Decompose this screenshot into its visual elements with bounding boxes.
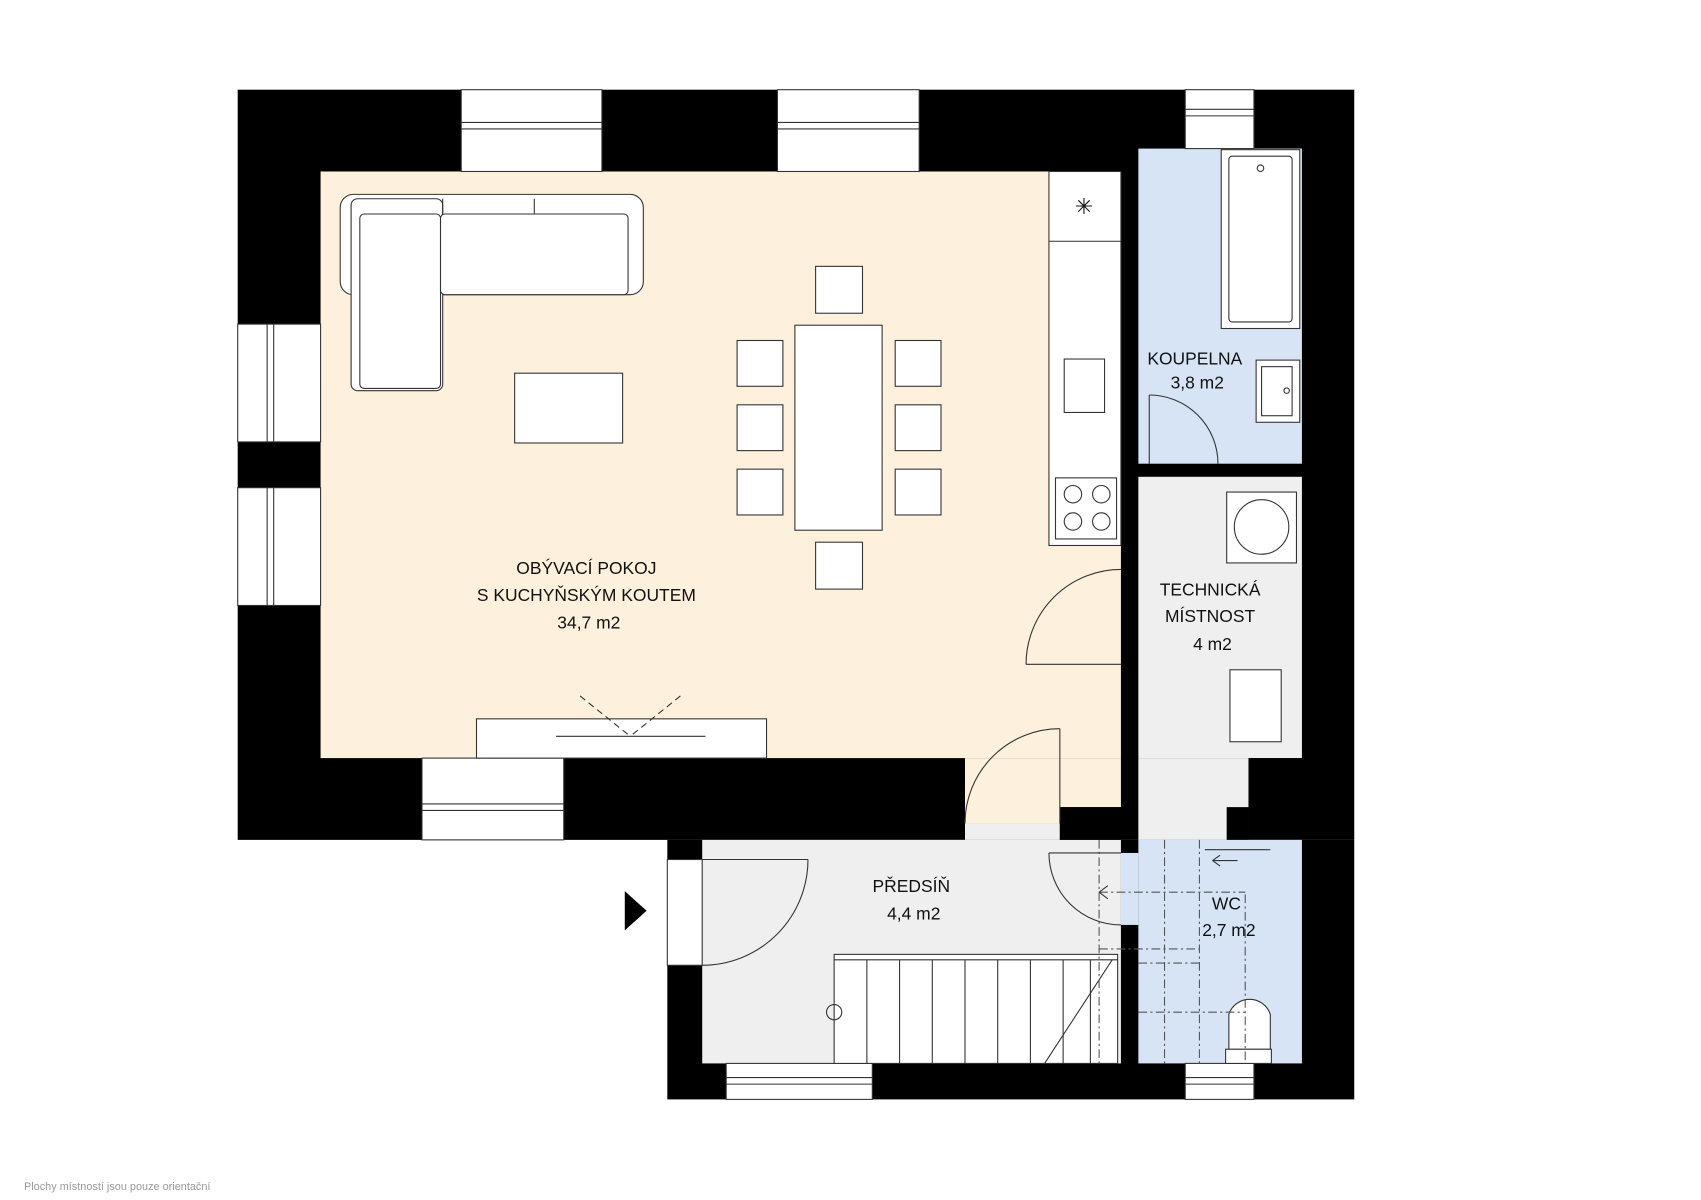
kitchen-counter: ✳ (1048, 170, 1122, 547)
room-label-bathroom: KOUPELNA 3,8 m2 (1147, 348, 1247, 392)
windows (237, 89, 1255, 1100)
boiler (1229, 669, 1282, 743)
bathtub (1220, 149, 1301, 330)
coffee-table (514, 372, 624, 444)
room-label-hall: PŘEDSÍŇ 4,4 m2 (873, 876, 955, 923)
footer-note: Plochy místností jsou pouze orientační (24, 1181, 210, 1193)
room-label-wc: WC 2,7 m2 (1202, 894, 1255, 940)
room-wc (1138, 839, 1302, 1064)
entrance-arrow-icon (624, 891, 647, 931)
washing-machine (1226, 491, 1298, 564)
tv-unit (475, 695, 768, 759)
staircase (825, 953, 1119, 1064)
toilet (1225, 998, 1272, 1064)
room-label-living: OBÝVACÍ POKOJ S KUCHYŇSKÝM KOUTEM 34,7 m… (477, 558, 701, 633)
overhead-dashed-lines (1098, 839, 1271, 1064)
doors (702, 394, 1219, 966)
room-label-technical: TECHNICKÁ MÍSTNOST 4 m2 (1160, 580, 1266, 655)
svg-text:✳: ✳ (1075, 194, 1093, 219)
sofa (339, 193, 644, 392)
dining-set (736, 265, 942, 590)
sink (1255, 359, 1301, 423)
